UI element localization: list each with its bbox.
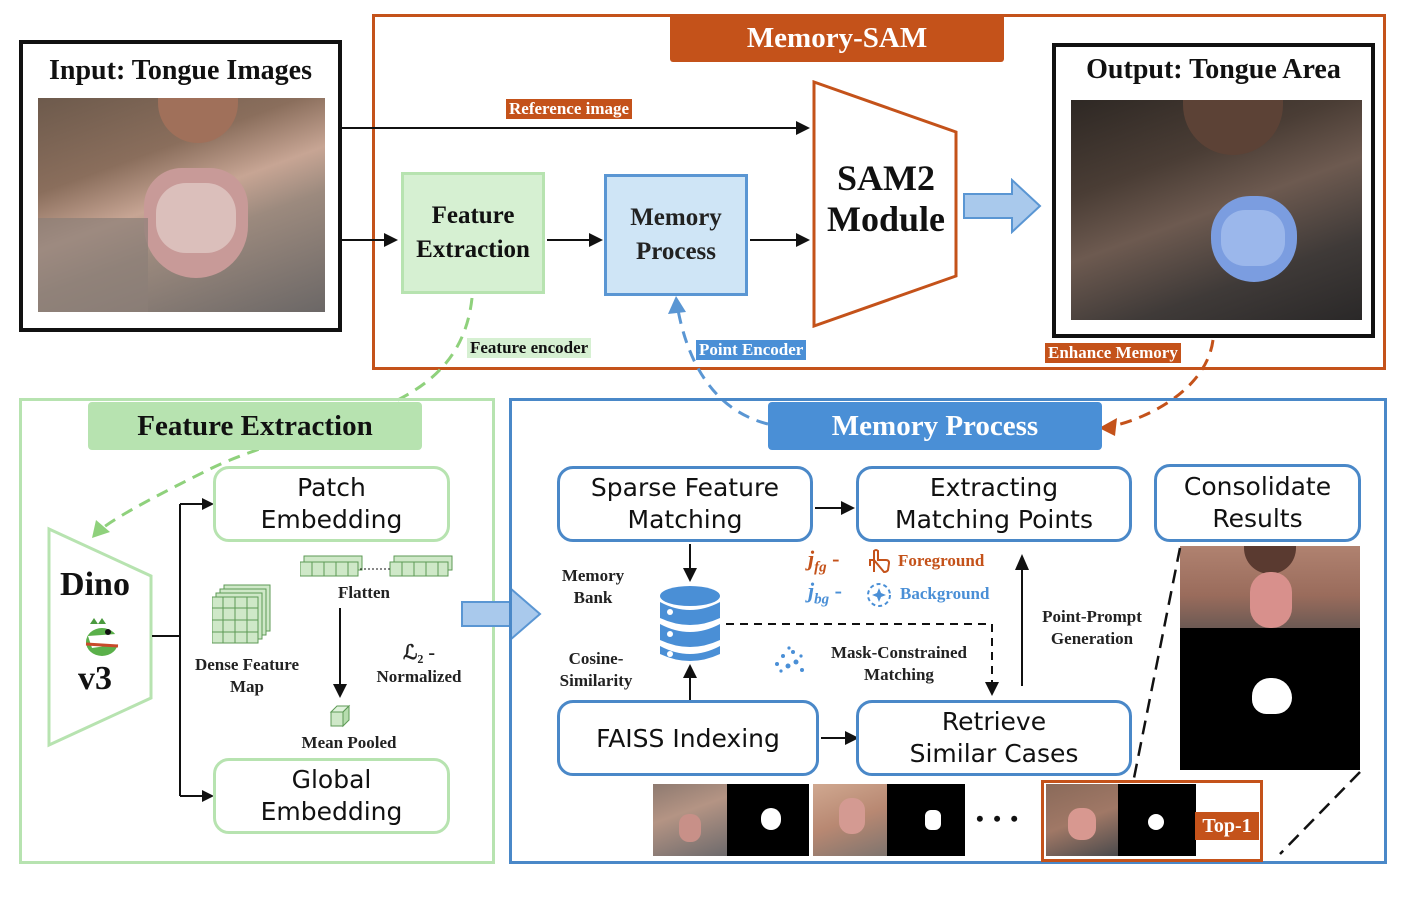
faiss-to-retrieve-arrow: [821, 731, 859, 745]
input-title: Input: Tongue Images: [49, 55, 312, 86]
input-panel: [19, 40, 342, 332]
consolidate-result-photo: [1180, 546, 1360, 628]
foreground-label: Foreground: [898, 551, 985, 570]
database-icon: [660, 586, 720, 661]
cosine-similarity-label: Cosine-Similarity: [559, 649, 633, 691]
dino-label: Dino: [60, 566, 130, 603]
mean-pooled-label: Mean Pooled: [301, 733, 397, 752]
faiss-to-bank-arrow: [683, 664, 697, 700]
point-encoder-label: Point Encoder: [696, 340, 807, 360]
retrieved-mask-1: [727, 784, 809, 856]
memory-process-panel: [509, 398, 1387, 864]
memory-to-sam-arrow: [750, 233, 810, 247]
feature-extraction-title: Feature Extraction: [88, 402, 422, 450]
flatten-strip-icon: [300, 555, 453, 577]
flatten-label: Flatten: [338, 583, 390, 602]
enhance-memory-dashed-arrow: [1099, 339, 1215, 436]
retrieved-photo-top1: [1046, 784, 1118, 856]
top1-highlight-box: [1041, 780, 1263, 862]
feature-extraction-panel: [19, 398, 495, 864]
dinosaur-icon: [85, 618, 120, 656]
reference-image-label: Reference image: [506, 99, 633, 119]
hand-pointer-icon: [869, 549, 891, 574]
top1-label: Top-1: [1195, 812, 1259, 840]
retrieve-to-extracting-arrow: [1015, 554, 1029, 686]
memory-sam-title: Memory-SAM: [670, 14, 1004, 62]
output-panel: [1052, 43, 1375, 338]
feature-encoder-label: Feature encoder: [467, 338, 592, 358]
faiss-indexing-box: FAISS Indexing: [557, 700, 819, 776]
top1-projection-lines: [1132, 547, 1361, 855]
retrieved-mask-2: [887, 784, 965, 856]
sam-to-output-arrow: [963, 178, 1042, 234]
output-title: Output: Tongue Area: [1086, 54, 1341, 85]
retrieved-mask-top1: [1118, 784, 1196, 856]
memory-process-title: Memory Process: [768, 402, 1102, 450]
input-tongue-image: [38, 98, 325, 312]
point-encoder-dashed-arrow: [668, 296, 769, 426]
mean-pooled-cube-icon: [329, 704, 351, 728]
j-fg-symbol: jfg -: [808, 546, 840, 576]
sparse-to-extracting-arrow: [815, 501, 855, 515]
l2-normalized-label: ℒ₂ -Normalized: [376, 642, 462, 686]
retrieved-photo-2: [813, 784, 887, 856]
bank-to-retrieve-dashed-arrow: [726, 623, 999, 696]
retrieved-photo-1: [653, 784, 727, 856]
ellipsis: • • •: [976, 806, 1021, 831]
sparse-to-bank-arrow: [683, 544, 697, 582]
output-tongue-image: [1071, 100, 1362, 320]
dino-version-label: v3: [78, 660, 112, 697]
j-bg-symbol: jbg -: [808, 578, 842, 608]
sparkle-circle-icon: [867, 583, 891, 607]
sam2-module-shape: [812, 80, 958, 328]
enhance-memory-label: Enhance Memory: [1045, 343, 1181, 363]
dino-branch-lines: [152, 498, 214, 802]
reference-arrow: [342, 121, 810, 135]
flatten-to-pooled-arrow: [333, 608, 347, 698]
consolidate-result-mask: [1180, 628, 1360, 770]
feature-to-memory-arrow: [547, 233, 603, 247]
input-to-feature-arrow: [342, 233, 398, 247]
background-label: Background: [900, 584, 990, 603]
scatter-icon: [775, 646, 804, 673]
dense-feature-map-icon: [212, 584, 271, 644]
